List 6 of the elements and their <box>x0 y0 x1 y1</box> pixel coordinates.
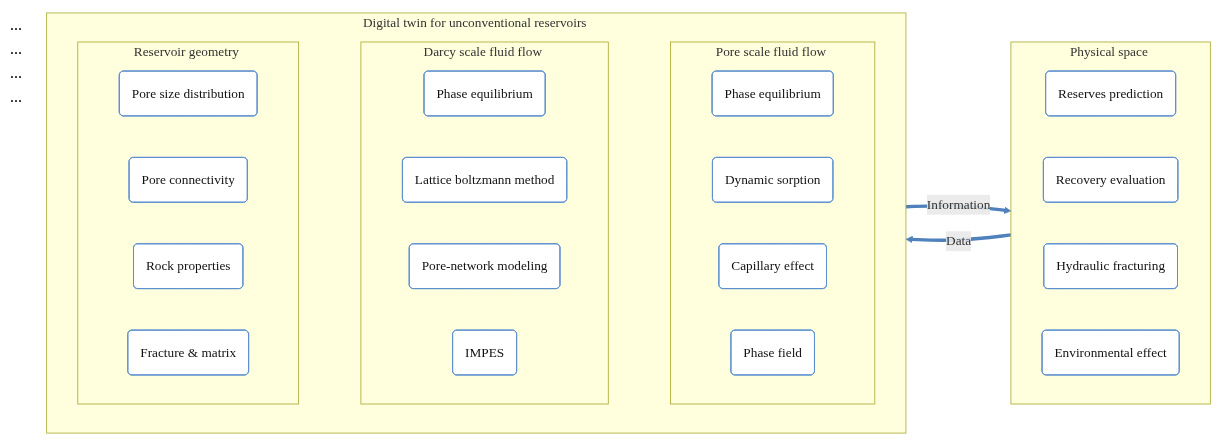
ellipsis-text: ... <box>10 64 23 82</box>
ellipsis-text: ... <box>10 88 23 106</box>
ellipsis-text: ... <box>10 16 23 34</box>
edge-label: Information <box>926 196 991 211</box>
ellipsis-text: ... <box>10 40 23 58</box>
edge-label: Data <box>946 233 972 248</box>
